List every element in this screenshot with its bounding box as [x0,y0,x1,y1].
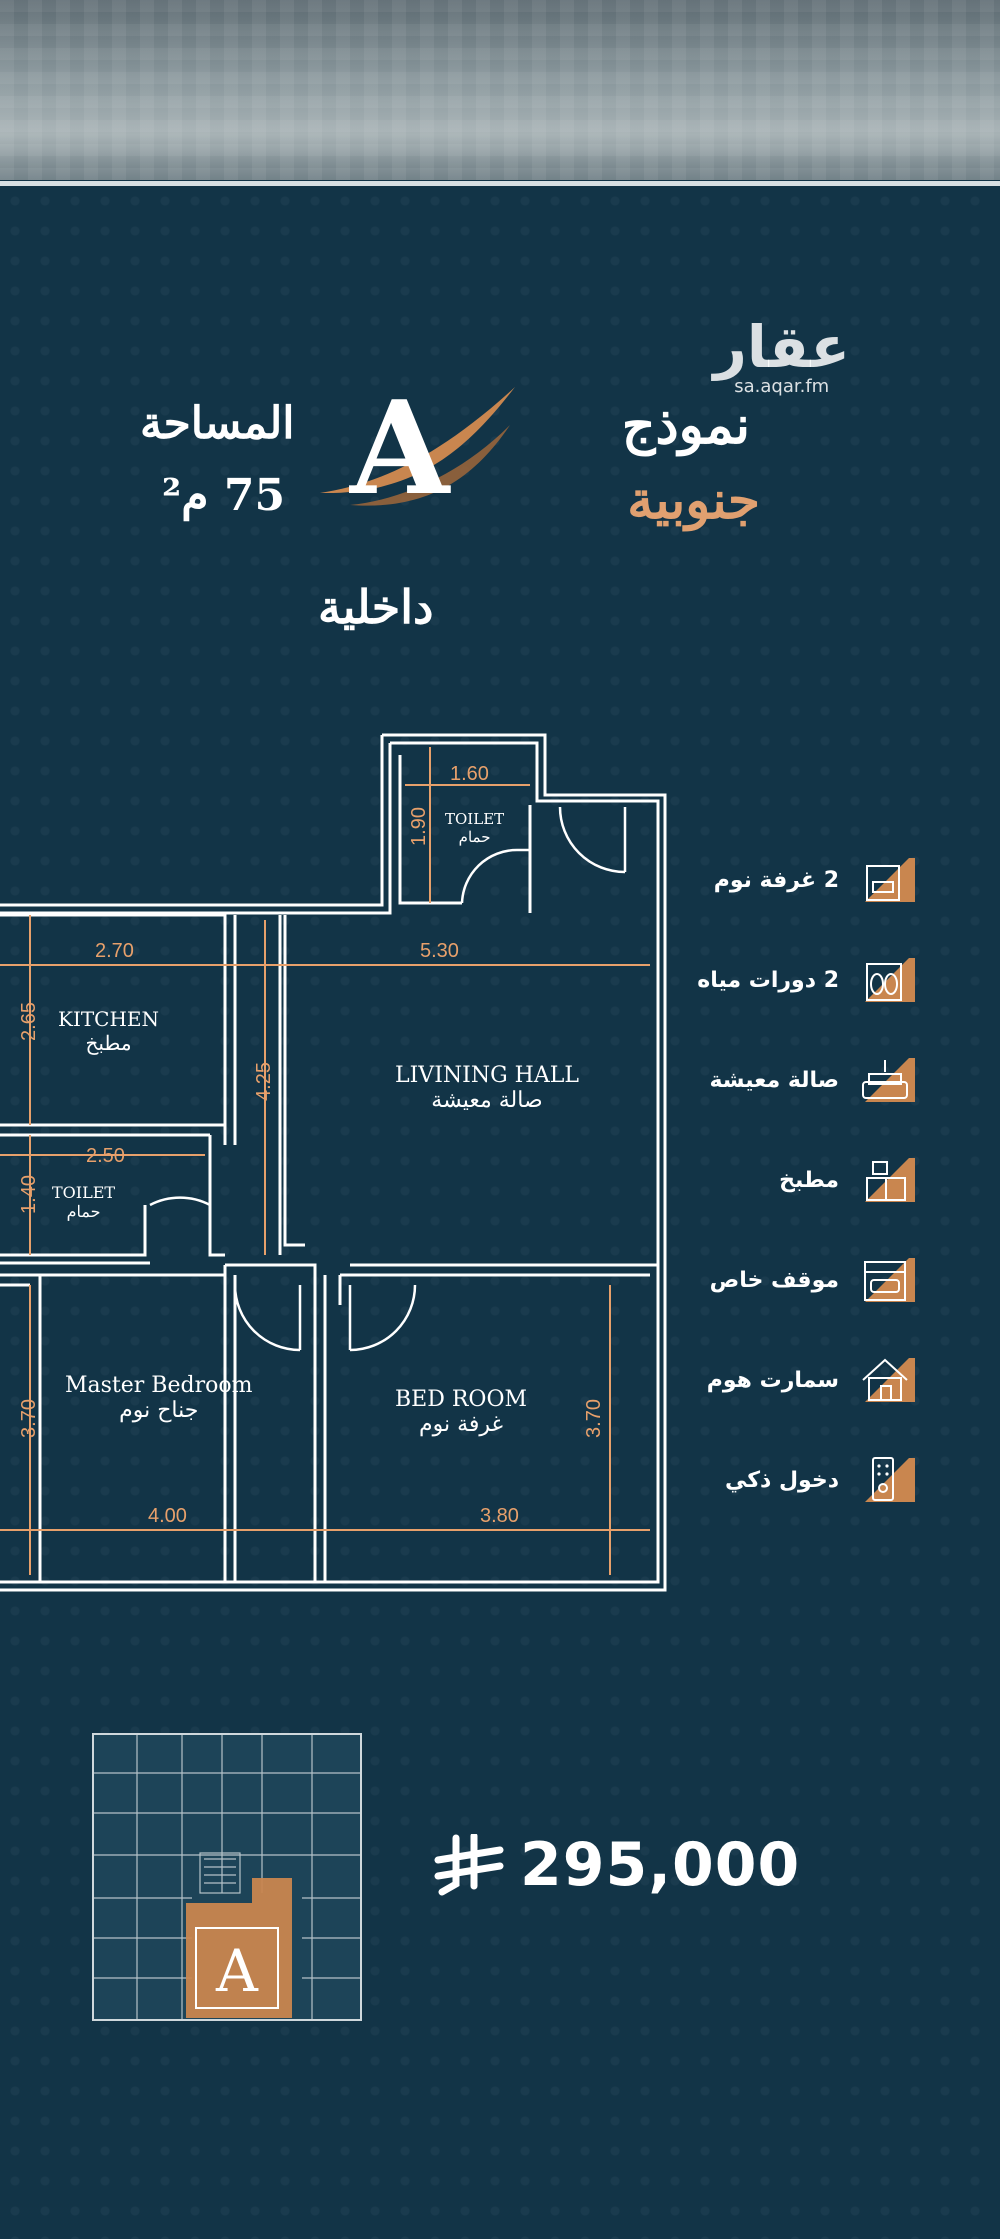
feature-item: موقف خاص [595,1250,915,1310]
dimension-label: 1.40 [17,1175,40,1214]
model-word: نموذج [621,395,750,456]
orange-swoosh-icon [320,387,515,506]
top-building-photo [0,0,1000,180]
area-label: المساحة [140,398,295,449]
dimension-label: 3.80 [480,1505,519,1527]
feature-label: موقف خاص [709,1267,839,1293]
dimension-label: 2.65 [17,1002,40,1041]
floor-plan: TOILET حمام KITCHEN مطبخ LIVINING HALL ص… [0,725,680,1595]
area-value: 75 م² [162,470,286,521]
feature-label: دخول ذكي [724,1467,839,1493]
feature-label: 2 غرفة نوم [713,867,839,893]
price-value: 295,000 [520,1830,801,1900]
dimension-label: 2.70 [95,940,134,962]
watermark-url: sa.aqar.fm [734,376,830,397]
feature-label: سمارت هوم [706,1367,839,1393]
feature-item: مطبخ [595,1150,915,1210]
master-bedroom-label: Master Bedroom جناح نوم [65,1373,253,1423]
feature-item: 2 غرفة نوم [595,850,915,910]
feature-item: سمارت هوم [595,1350,915,1410]
parking-icon [859,1252,915,1308]
kitchen-icon [859,1152,915,1208]
feature-item: دخول ذكي [595,1450,915,1510]
bedroom-label: BED ROOM غرفة نوم [395,1387,528,1437]
feature-label: 2 دورات مياه [697,967,839,993]
building-key-plan: A [92,1733,362,2021]
living-hall-label: LIVINING HALL صالة معيشة [395,1063,579,1113]
location-sub-label: داخلية [318,580,434,634]
smart-home-icon [859,1352,915,1408]
key-plan-unit-letter: A [215,1937,259,2005]
dimension-label: 1.60 [450,763,489,785]
smart-lock-icon [859,1452,915,1508]
dimension-label: 2.50 [86,1145,125,1167]
model-letter: A [350,374,450,524]
dimension-label: 4.00 [148,1505,187,1527]
floor-plan-walls [0,733,667,1592]
bedroom-icon [859,852,915,908]
watermark-logo: عقار [713,313,850,381]
feature-item: 2 دورات مياه [595,950,915,1010]
feature-label: صالة معيشة [709,1067,839,1093]
direction-label: جنوبية [627,470,760,531]
feature-item: صالة معيشة [595,1050,915,1110]
dimension-label: 1.90 [407,807,430,846]
dimension-label: 3.70 [17,1399,40,1438]
feature-label: مطبخ [779,1167,839,1193]
dimension-label: 5.30 [420,940,459,962]
model-badge: A [310,385,520,525]
toilet-icon [859,952,915,1008]
top-divider [0,181,1000,186]
top-toilet-label: TOILET حمام [445,810,505,846]
dimension-label: 4.25 [252,1062,275,1101]
saudi-riyal-icon [434,1832,506,1896]
kitchen-label: KITCHEN مطبخ [58,1007,160,1055]
sofa-icon [859,1052,915,1108]
left-toilet-label: TOILET حمام [52,1183,116,1221]
watermark: عقار sa.aqar.fm [713,318,850,397]
